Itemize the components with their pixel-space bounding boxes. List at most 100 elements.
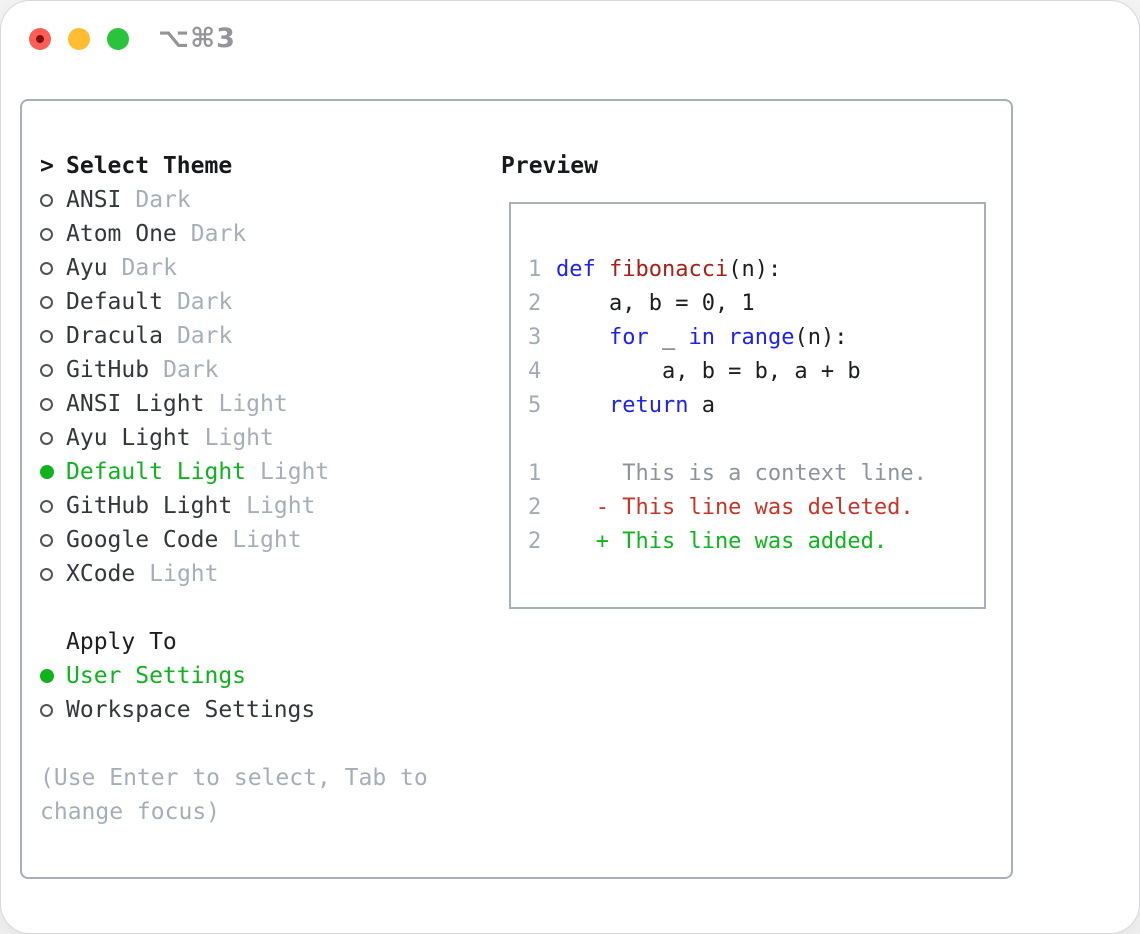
radio-selected-icon xyxy=(40,669,54,683)
theme-variant: Light xyxy=(246,493,316,519)
theme-variant: Dark xyxy=(121,255,177,281)
theme-name: Google Code xyxy=(66,527,219,553)
select-theme-header: > Select Theme xyxy=(40,149,460,183)
theme-option[interactable]: Google Code Light xyxy=(40,523,460,557)
code-token: (n): xyxy=(794,324,848,350)
theme-variant: Dark xyxy=(163,357,219,383)
line-number: 5 xyxy=(528,392,542,418)
line-number: 1 xyxy=(528,256,542,282)
window-title: ⌥⌘3 xyxy=(158,23,236,54)
theme-name: Ayu xyxy=(66,255,108,281)
theme-option[interactable]: GitHub Dark xyxy=(40,353,460,387)
radio-unselected-icon xyxy=(40,499,53,513)
code-token: def xyxy=(556,256,609,282)
diff-line-deleted: 2 - This line was deleted. xyxy=(528,490,972,524)
theme-option[interactable]: Ayu Dark xyxy=(40,251,460,285)
radio-unselected-icon xyxy=(40,363,53,377)
theme-option[interactable]: Ayu Light Light xyxy=(40,421,460,455)
apply-option[interactable]: Workspace Settings xyxy=(40,693,460,727)
code-token: in xyxy=(688,324,715,350)
minimize-button[interactable] xyxy=(68,28,90,50)
theme-name: Atom One xyxy=(66,221,177,247)
theme-variant: Light xyxy=(204,425,274,451)
theme-variant: Dark xyxy=(190,221,247,247)
theme-variant: Light xyxy=(232,527,302,553)
line-number: 2 xyxy=(528,494,542,520)
line-number: 4 xyxy=(528,358,542,384)
pointer-icon: > xyxy=(40,153,54,179)
code-token: a, b = b, a + b xyxy=(556,358,861,384)
theme-name: XCode xyxy=(66,561,136,587)
theme-variant: Dark xyxy=(176,289,233,315)
help-text: (Use Enter to select, Tab to change focu… xyxy=(40,765,428,825)
code-token: a, b = 0, 1 xyxy=(556,290,755,316)
diff-line-added: 2 + This line was added. xyxy=(528,524,972,558)
preview-title: Preview xyxy=(501,153,598,179)
blank-line xyxy=(528,422,972,456)
radio-unselected-icon xyxy=(40,567,53,581)
close-button[interactable] xyxy=(29,28,51,50)
code-token: _ xyxy=(648,324,689,350)
code-token: a xyxy=(688,392,715,418)
theme-option[interactable]: Default Dark xyxy=(40,285,460,319)
code-token: (n): xyxy=(728,256,782,282)
radio-unselected-icon xyxy=(40,295,53,309)
theme-option[interactable]: Atom One Dark xyxy=(40,217,460,251)
close-dot-icon xyxy=(36,35,44,43)
code-text: + This line was added. xyxy=(556,528,888,554)
theme-name: Default xyxy=(66,289,163,315)
code-text: - This line was deleted. xyxy=(556,494,914,520)
radio-unselected-icon xyxy=(40,533,53,547)
code-text: return a xyxy=(556,393,715,418)
code-token: fibonacci xyxy=(608,256,729,282)
radio-unselected-icon xyxy=(40,703,53,717)
code-line: 1 def fibonacci(n): xyxy=(528,252,972,286)
radio-unselected-icon xyxy=(40,329,53,343)
code-line: 4 a, b = b, a + b xyxy=(528,354,972,388)
code-token xyxy=(556,393,609,418)
apply-option-label: Workspace Settings xyxy=(66,697,316,723)
theme-name: Ayu Light xyxy=(66,425,191,451)
theme-name: Default Light xyxy=(66,459,247,485)
code-token: for xyxy=(608,324,649,350)
code-text: for _ in range(n): xyxy=(556,325,847,350)
line-number: 3 xyxy=(528,324,542,350)
code-token xyxy=(556,325,609,350)
code-line: 2 a, b = 0, 1 xyxy=(528,286,972,320)
radio-unselected-icon xyxy=(40,397,53,411)
select-theme-title: Select Theme xyxy=(66,153,233,179)
apply-to-title: Apply To xyxy=(66,629,177,655)
theme-variant: Dark xyxy=(135,187,191,213)
line-number: 2 xyxy=(528,290,542,316)
code-token: range xyxy=(728,324,795,350)
apply-option[interactable]: User Settings xyxy=(40,659,460,693)
code-text: a, b = b, a + b xyxy=(556,359,861,384)
radio-unselected-icon xyxy=(40,261,53,275)
theme-variant: Dark xyxy=(176,323,233,349)
code-line: 3 for _ in range(n): xyxy=(528,320,972,354)
apply-option-label: User Settings xyxy=(66,663,247,689)
theme-option[interactable]: XCode Light xyxy=(40,557,460,591)
theme-variant: Light xyxy=(149,561,219,587)
code-text: a, b = 0, 1 xyxy=(556,291,755,316)
code-token xyxy=(715,325,728,350)
theme-variant: Light xyxy=(218,391,288,417)
zoom-button[interactable] xyxy=(107,28,129,50)
code-text: def fibonacci(n): xyxy=(556,257,781,282)
theme-name: GitHub xyxy=(66,357,150,383)
diff-line-context: 1 This is a context line. xyxy=(528,456,972,490)
code-text: This is a context line. xyxy=(556,460,927,486)
code-token: return xyxy=(608,392,689,418)
